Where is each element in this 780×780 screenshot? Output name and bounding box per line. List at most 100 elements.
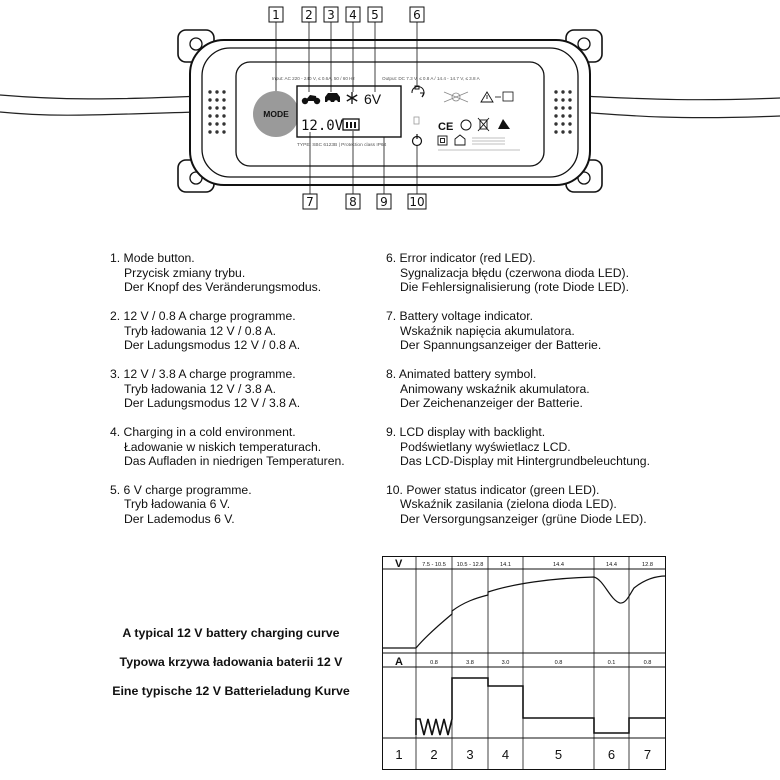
legend-item-german: Der Zeichenanzeiger der Batterie. [400,396,583,411]
lcd-mode-value: 6V [364,91,382,107]
callout-box [345,6,361,23]
indoor-use-icon [454,134,466,146]
callout-number: 6 [413,8,421,22]
stage-number: 2 [430,747,437,762]
legend-item-english: 5. 6 V charge programme. [110,482,252,497]
callout-box [302,193,318,210]
battery-icon [342,118,360,131]
legend-item: 4. Charging in a cold environment.Ładowa… [110,425,378,469]
fine-print [438,137,520,151]
stage-number: 7 [644,747,651,762]
legend-item-polish: Tryb ładowania 6 V. [124,497,231,512]
ce-mark: CE [438,121,453,133]
weee-bin-icon [477,117,490,132]
lcd-voltage-readout: 12.0V [301,118,344,134]
eac-mark [460,119,472,131]
legend-item-german: Der Versorgungsanzeiger (grüne Diode LED… [400,512,647,527]
stage-number: 6 [608,747,615,762]
callout-number: 4 [349,8,357,22]
legend-item: 2. 12 V / 0.8 A charge programme.Tryb ła… [110,309,378,353]
voltage-stage-label: 14.4 [553,562,564,568]
legend-item-polish: Ładowanie w niskich temperaturach. [124,439,322,454]
legend-left-column: 1. Mode button.Przycisk zmiany trybu.Der… [110,251,378,541]
legend-item-english: 4. Charging in a cold environment. [110,424,296,439]
legend-item: 3. 12 V / 3.8 A charge programme.Tryb ła… [110,367,378,411]
callout-number: 2 [305,8,313,22]
voltage-axis-label: V [395,558,403,570]
callout-number: 3 [327,8,335,22]
output-spec: Output: DC 7.3 V, ≤ 0.8 A / 14.4 - 14.7 … [382,76,481,81]
charger-illustration: MODE Input: AC 220 - 240 V, ≤ 0.6A, 50 /… [0,6,780,210]
callout-box [367,6,383,23]
input-spec: Input: AC 220 - 240 V, ≤ 0.6A, 50 / 60 H… [272,76,355,81]
warning-icon [480,91,494,103]
curve-caption-pl: Typowa krzywa ładowania baterii 12 V [119,655,343,669]
legend-item: 7. Battery voltage indicator.Wskaźnik na… [386,309,686,353]
stage-number: 5 [555,747,562,762]
callout-number: 7 [306,195,314,209]
legend-item-german: Das LCD-Display mit Hintergrundbeleuchtu… [400,454,650,469]
legend-item-polish: Wskaźnik napięcia akumulatora. [400,323,575,338]
snowflake-icon [346,92,358,104]
legend-item-english: 2. 12 V / 0.8 A charge programme. [110,308,296,323]
voltage-stage-label: 14.1 [500,562,511,568]
legend-right-column: 6. Error indicator (red LED).Sygnalizacj… [386,251,686,541]
legend-item-english: 7. Battery voltage indicator. [386,308,534,323]
legend-item: 8. Animated battery symbol.Animowany wsk… [386,367,686,411]
cable-right-lower [579,111,780,119]
legend-item-polish: Tryb ładowania 12 V / 0.8 A. [124,323,276,338]
callout-number: 8 [349,195,357,209]
curve-caption-en: A typical 12 V battery charging curve [122,626,340,640]
callout-number: 9 [380,195,388,209]
manual-icon [495,91,514,102]
current-stage-label: 0.8 [644,660,652,666]
legend-item: 9. LCD display with backlight.Podświetla… [386,425,686,469]
legend-item-english: 9. LCD display with backlight. [386,424,546,439]
voltage-stage-label: 12.8 [642,562,653,568]
vent-grille-right [554,90,572,134]
current-stage-label: 3.0 [502,660,510,666]
legend-item-english: 8. Animated battery symbol. [386,366,537,381]
callout-box [407,193,427,210]
current-curve [415,677,666,736]
brand-logo [443,91,469,103]
led-error [413,116,420,125]
stage-number: 4 [502,747,509,762]
current-stage-label: 0.1 [608,660,616,666]
legend-item: 6. Error indicator (red LED).Sygnalizacj… [386,251,686,295]
legend-item-english: 3. 12 V / 3.8 A charge programme. [110,366,296,381]
callout-box [409,6,425,23]
legend-item-english: 10. Power status indicator (green LED). [386,482,600,497]
voltage-stage-label: 10.5 - 12.8 [457,562,484,568]
cable-left-upper [0,94,201,100]
mode-button-label: MODE [263,109,289,119]
car-icon [325,93,340,104]
callout-number: 10 [409,195,424,209]
callout-number: 5 [371,8,379,22]
curve-caption-de: Eine typische 12 V Batterieladung Kurve [112,684,350,698]
legend-item-polish: Przycisk zmiany trybu. [124,265,246,280]
current-stage-label: 0.8 [555,660,563,666]
callout-box [345,193,361,210]
legend-item-german: Der Lademodus 6 V. [124,512,235,527]
stage-number: 1 [395,747,402,762]
cable-left-lower [0,111,201,116]
cable-right-upper [579,95,780,101]
legend-item-german: Der Ladungsmodus 12 V / 0.8 A. [124,338,301,353]
mode-button[interactable] [253,91,299,137]
legend-item-german: Das Aufladen in niedrigen Temperaturen. [124,454,345,469]
legend-item-polish: Podświetlany wyświetlacz LCD. [400,439,571,454]
callout-number: 1 [272,8,280,22]
voltage-curve [382,575,666,649]
legend-item-german: Der Knopf des Veränderungsmodus. [124,280,322,295]
recycling-badge-icon [498,119,510,129]
current-stage-label: 0.8 [430,660,438,666]
legend-item: 10. Power status indicator (green LED).W… [386,483,686,527]
vent-grille-left [208,90,226,134]
stage-number: 3 [466,747,473,762]
legend-item-polish: Sygnalizacja błędu (czerwona dioda LED). [400,265,629,280]
callout-box [301,6,317,23]
legend-item-english: 1. Mode button. [110,251,195,265]
